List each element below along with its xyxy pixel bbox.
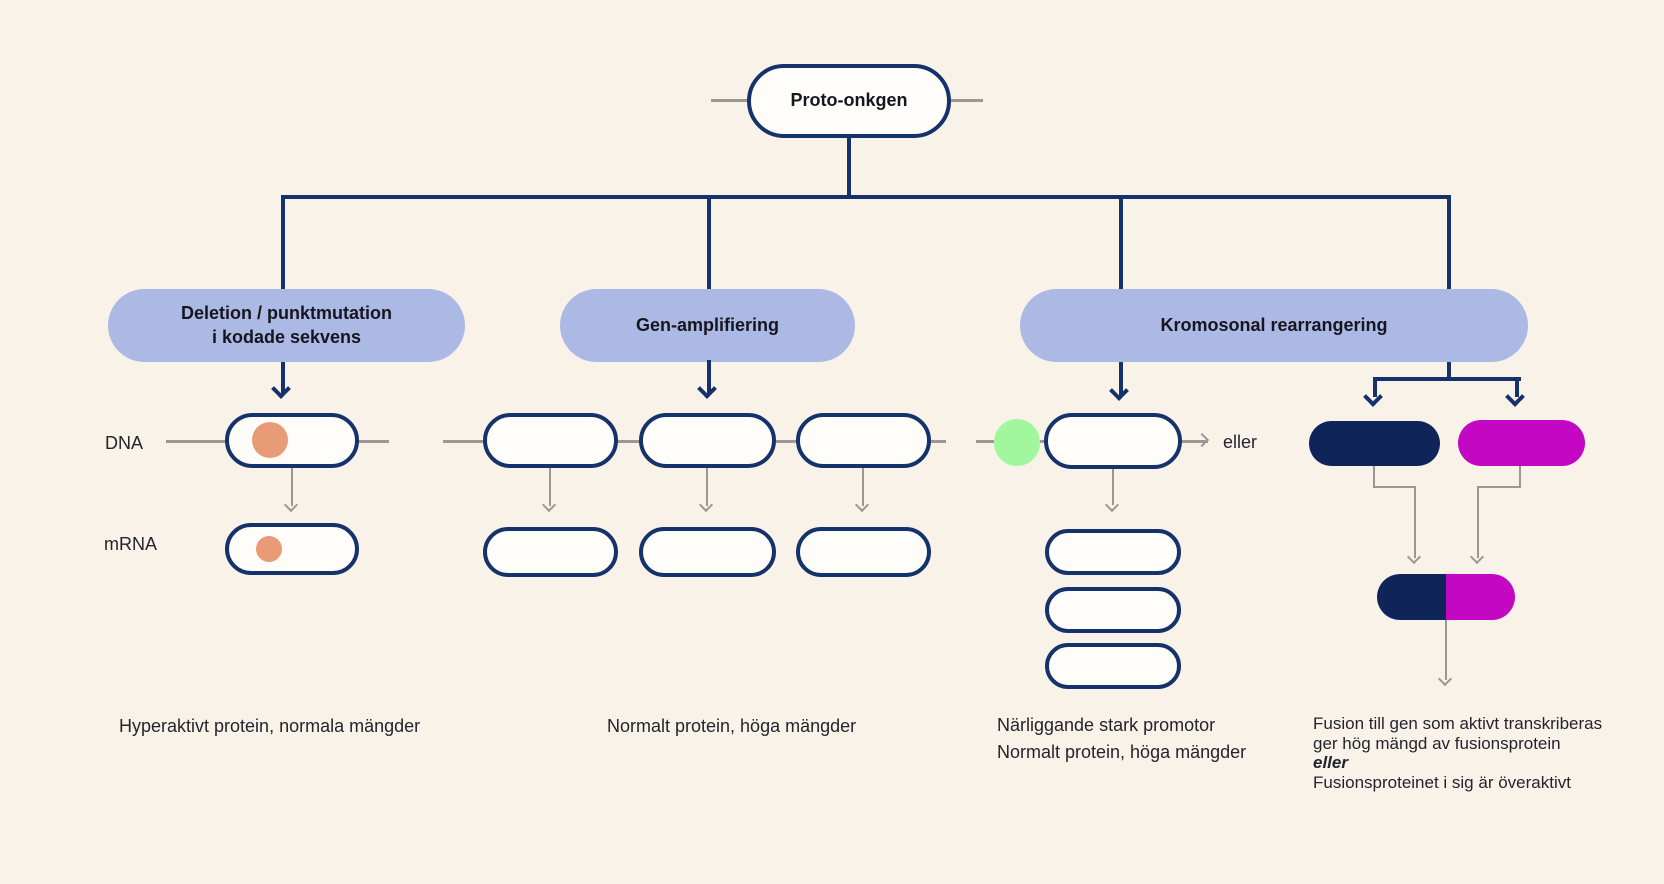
mrna-pill-1 bbox=[483, 527, 618, 577]
mrna-stack-pill-2 bbox=[1045, 587, 1181, 633]
transcription-arrow-shaft bbox=[291, 468, 293, 506]
mrna-pill-2 bbox=[639, 527, 776, 577]
caption-fusion: Fusion till gen som aktivt transkriberas… bbox=[1313, 714, 1602, 792]
branch-label-deletion: Deletion / punktmutation i kodade sekven… bbox=[108, 289, 465, 362]
fusion-elbow-line bbox=[1373, 466, 1375, 488]
gene-copy-pill-2 bbox=[639, 413, 776, 468]
promoter-dot bbox=[994, 419, 1040, 466]
arrowhead-down-icon bbox=[1437, 671, 1453, 687]
dna-strand-line bbox=[931, 440, 946, 443]
arrowhead-down-icon bbox=[1109, 381, 1129, 401]
mutation-dot bbox=[252, 422, 288, 458]
branch-pill-rearrangement bbox=[1020, 289, 1528, 362]
drop-line-branch3 bbox=[1119, 195, 1123, 289]
gene-b-pill bbox=[1458, 420, 1585, 466]
drop-line-branch2 bbox=[707, 195, 711, 289]
mrna-pill-mutated bbox=[225, 523, 359, 575]
dna-strand-line bbox=[1040, 440, 1046, 443]
branch-label-amplification: Gen-amplifiering bbox=[635, 314, 779, 335]
branch-label-rearrangement: Kromosonal rearrangering bbox=[1160, 314, 1388, 335]
dna-row-label: DNA bbox=[105, 433, 144, 453]
arrowhead-down-icon bbox=[697, 379, 717, 399]
fusion-result-arrow-shaft bbox=[1445, 620, 1447, 680]
branch-label-deletion-line1: Deletion / punktmutation bbox=[181, 303, 392, 324]
arrowhead-down-icon bbox=[271, 379, 291, 399]
arrowhead-down-icon bbox=[283, 497, 299, 513]
dna-strand-line bbox=[359, 440, 389, 443]
arrowhead-down-icon bbox=[854, 497, 870, 513]
transcription-arrow-shaft bbox=[1112, 469, 1114, 505]
mutation-dot-small bbox=[256, 536, 282, 562]
gene-copy-pill-1 bbox=[483, 413, 618, 468]
caption-fusion-line1: Fusion till gen som aktivt transkriberas bbox=[1313, 714, 1603, 733]
branch-pill-amplification bbox=[560, 289, 855, 362]
dna-strand-line bbox=[976, 440, 994, 443]
drop-line-branch4 bbox=[1447, 195, 1451, 381]
caption-promoter: Närliggande stark promotor Normalt prote… bbox=[997, 712, 1246, 766]
fusion-elbow-line bbox=[1373, 486, 1416, 488]
dna-pill-mutated bbox=[225, 413, 359, 468]
transcription-arrow-shaft bbox=[706, 468, 708, 506]
dna-pill-promoter bbox=[1044, 413, 1182, 469]
caption-deletion: Hyperaktivt protein, normala mängder bbox=[119, 716, 421, 736]
fusion-elbow-line bbox=[1519, 466, 1521, 488]
or-label: eller bbox=[1223, 432, 1258, 452]
dna-strand-line bbox=[951, 99, 983, 102]
caption-amplification: Normalt protein, höga mängder bbox=[607, 716, 857, 736]
dna-strand-line bbox=[618, 440, 639, 443]
main-branch-line bbox=[281, 195, 1451, 199]
dna-strand-line bbox=[711, 99, 748, 102]
fusion-elbow-line bbox=[1477, 486, 1479, 558]
split-line bbox=[1373, 377, 1521, 381]
arrow-shaft bbox=[1373, 377, 1377, 397]
caption-fusion-line2: ger hög mängd av fusionsprotein bbox=[1313, 733, 1561, 753]
gene-a-pill bbox=[1309, 421, 1440, 466]
arrowhead-down-icon bbox=[1469, 549, 1485, 565]
mrna-pill-3 bbox=[796, 527, 931, 577]
mrna-stack-pill-1 bbox=[1045, 529, 1181, 575]
arrow-shaft bbox=[707, 360, 711, 394]
root-node-label: Proto-onkgen bbox=[790, 90, 908, 111]
drop-line-branch1 bbox=[281, 195, 285, 289]
dna-strand-line bbox=[166, 440, 225, 443]
fusion-elbow-line bbox=[1414, 486, 1416, 558]
arrowhead-down-icon bbox=[541, 497, 557, 513]
arrowhead-down-icon bbox=[1505, 387, 1525, 407]
arrow-shaft bbox=[1119, 362, 1123, 396]
arrowhead-down-icon bbox=[1104, 497, 1120, 513]
fusion-elbow-line bbox=[1477, 486, 1521, 488]
transcription-arrow-shaft bbox=[549, 468, 551, 506]
arrow-shaft bbox=[1515, 377, 1519, 397]
arrowhead-down-icon bbox=[1363, 387, 1383, 407]
branch-label-deletion-line2: i kodade sekvens bbox=[211, 326, 362, 347]
arrow-shaft bbox=[281, 362, 285, 394]
fusion-gene-pill bbox=[1377, 574, 1515, 620]
arrowhead-down-icon bbox=[1406, 549, 1422, 565]
mrna-stack-pill-3 bbox=[1045, 643, 1181, 689]
or-arrow-shaft bbox=[1182, 440, 1208, 443]
caption-promoter-line2: Normalt protein, höga mängder bbox=[997, 742, 1247, 762]
caption-fusion-line3: eller bbox=[1313, 753, 1348, 772]
caption-fusion-line4: Fusionsproteinet i sig är överaktivt bbox=[1313, 772, 1571, 792]
arrowhead-right-icon bbox=[1194, 432, 1210, 448]
dna-strand-line bbox=[776, 440, 796, 443]
gene-copy-pill-3 bbox=[796, 413, 931, 468]
root-stem-line bbox=[847, 136, 851, 197]
mrna-row-label: mRNA bbox=[104, 534, 157, 554]
dna-strand-line bbox=[443, 440, 483, 443]
caption-promoter-line1: Närliggande stark promotor bbox=[997, 715, 1216, 735]
arrowhead-down-icon bbox=[698, 497, 714, 513]
transcription-arrow-shaft bbox=[862, 468, 864, 506]
branch-pill-deletion bbox=[108, 289, 465, 362]
